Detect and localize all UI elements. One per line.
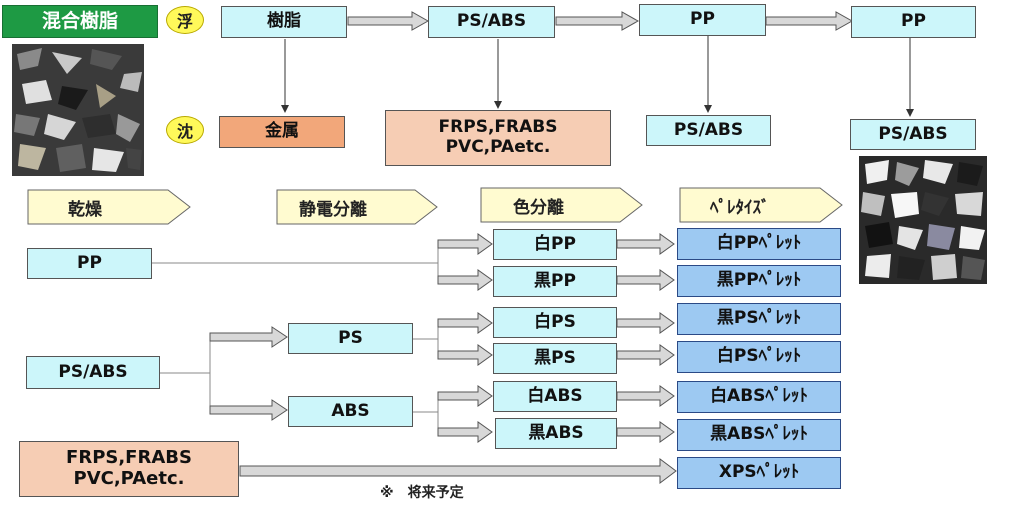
white-pp-box: 白PP xyxy=(493,229,617,260)
sink-badge: 沈 xyxy=(166,116,204,144)
arrow-to-white-pp xyxy=(437,233,493,255)
psabs-sink-box: PS/ABS xyxy=(646,115,771,146)
step-drying-label: 乾燥 xyxy=(68,199,102,220)
frps-source-line2: PVC,PAetc. xyxy=(73,468,185,489)
arrow-white-abs-pellet xyxy=(616,385,675,407)
black-abs-box: 黒ABS xyxy=(495,418,617,449)
black-pp-box: 黒PP xyxy=(493,266,617,297)
step-electrostatic-label: 静電分離 xyxy=(299,199,367,220)
step-pelletize-label: ﾍﾟﾚﾀｲｽﾞ xyxy=(710,197,770,218)
plastic-flakes-photo xyxy=(859,156,987,284)
future-plan-note: ※ 将来予定 xyxy=(380,485,464,501)
white-abs-pellet-box: 白ABSﾍﾟﾚｯﾄ xyxy=(677,381,841,413)
white-ps-pellet-box: 白PSﾍﾟﾚｯﾄ xyxy=(677,341,841,373)
arrow-to-black-ps xyxy=(437,344,493,366)
psabs-source-box: PS/ABS xyxy=(26,356,160,389)
frps-top-box: FRPS,FRABS PVC,PAetc. xyxy=(385,110,611,166)
step-color-label: 色分離 xyxy=(513,197,564,218)
white-pp-pellet-box: 白PPﾍﾟﾚｯﾄ xyxy=(677,228,841,260)
arrow-to-black-abs xyxy=(437,421,493,443)
xps-pellet-box: XPSﾍﾟﾚｯﾄ xyxy=(677,457,841,489)
metal-box: 金属 xyxy=(219,116,345,148)
step-arrow-color-shape xyxy=(480,187,643,223)
abs-box: ABS xyxy=(288,396,413,427)
black-abs-pellet-box: 黒ABSﾍﾟﾚｯﾄ xyxy=(677,419,841,451)
frps-source-line1: FRPS,FRABS xyxy=(66,447,192,469)
step-arrow-electrostatic-shape xyxy=(276,189,438,225)
arrow-black-ps-pellet xyxy=(616,344,675,366)
frps-top-line1: FRPS,FRABS xyxy=(438,117,558,138)
arrow-frps-to-xps xyxy=(239,458,677,484)
psabs-top-box: PS/ABS xyxy=(428,6,555,38)
arrow-to-black-pp xyxy=(437,269,493,291)
psabs-sink-box-2: PS/ABS xyxy=(850,119,976,150)
ps-box: PS xyxy=(288,323,413,354)
arrow-to-white-abs xyxy=(437,385,493,407)
arrow-white-pp-pellet xyxy=(616,233,675,255)
step-arrow-drying-shape xyxy=(27,189,191,225)
pp-top-box: PP xyxy=(639,4,766,36)
arrow-white-ps-pellet xyxy=(616,312,675,334)
black-pp-pellet-box: 黒PPﾍﾟﾚｯﾄ xyxy=(677,265,841,297)
resin-box: 樹脂 xyxy=(221,6,347,38)
step-arrow-pelletize-shape xyxy=(679,187,843,223)
mixed-resin-label: 混合樹脂 xyxy=(2,5,158,38)
float-badge: 浮 xyxy=(166,6,204,34)
arrow-psabs-to-pp xyxy=(555,11,640,31)
arrow-pp-to-pp xyxy=(765,11,854,31)
arrow-black-abs-pellet xyxy=(616,421,675,443)
frps-top-line2: PVC,PAetc. xyxy=(445,137,551,157)
white-abs-box: 白ABS xyxy=(493,381,617,412)
mixed-plastic-photo xyxy=(12,44,144,176)
arrow-resin-to-psabs xyxy=(347,11,430,31)
arrow-to-abs xyxy=(209,399,288,421)
black-ps-pellet-box: 黒PSﾍﾟﾚｯﾄ xyxy=(677,303,841,335)
frps-source-box: FRPS,FRABS PVC,PAetc. xyxy=(19,441,239,497)
pp-top-box-2: PP xyxy=(851,6,976,38)
pp-source-box: PP xyxy=(27,248,152,279)
black-ps-box: 黒PS xyxy=(493,343,617,374)
white-ps-box: 白PS xyxy=(493,307,617,338)
arrow-black-pp-pellet xyxy=(616,269,675,291)
arrow-to-ps xyxy=(209,326,288,348)
arrow-to-white-ps xyxy=(437,312,493,334)
